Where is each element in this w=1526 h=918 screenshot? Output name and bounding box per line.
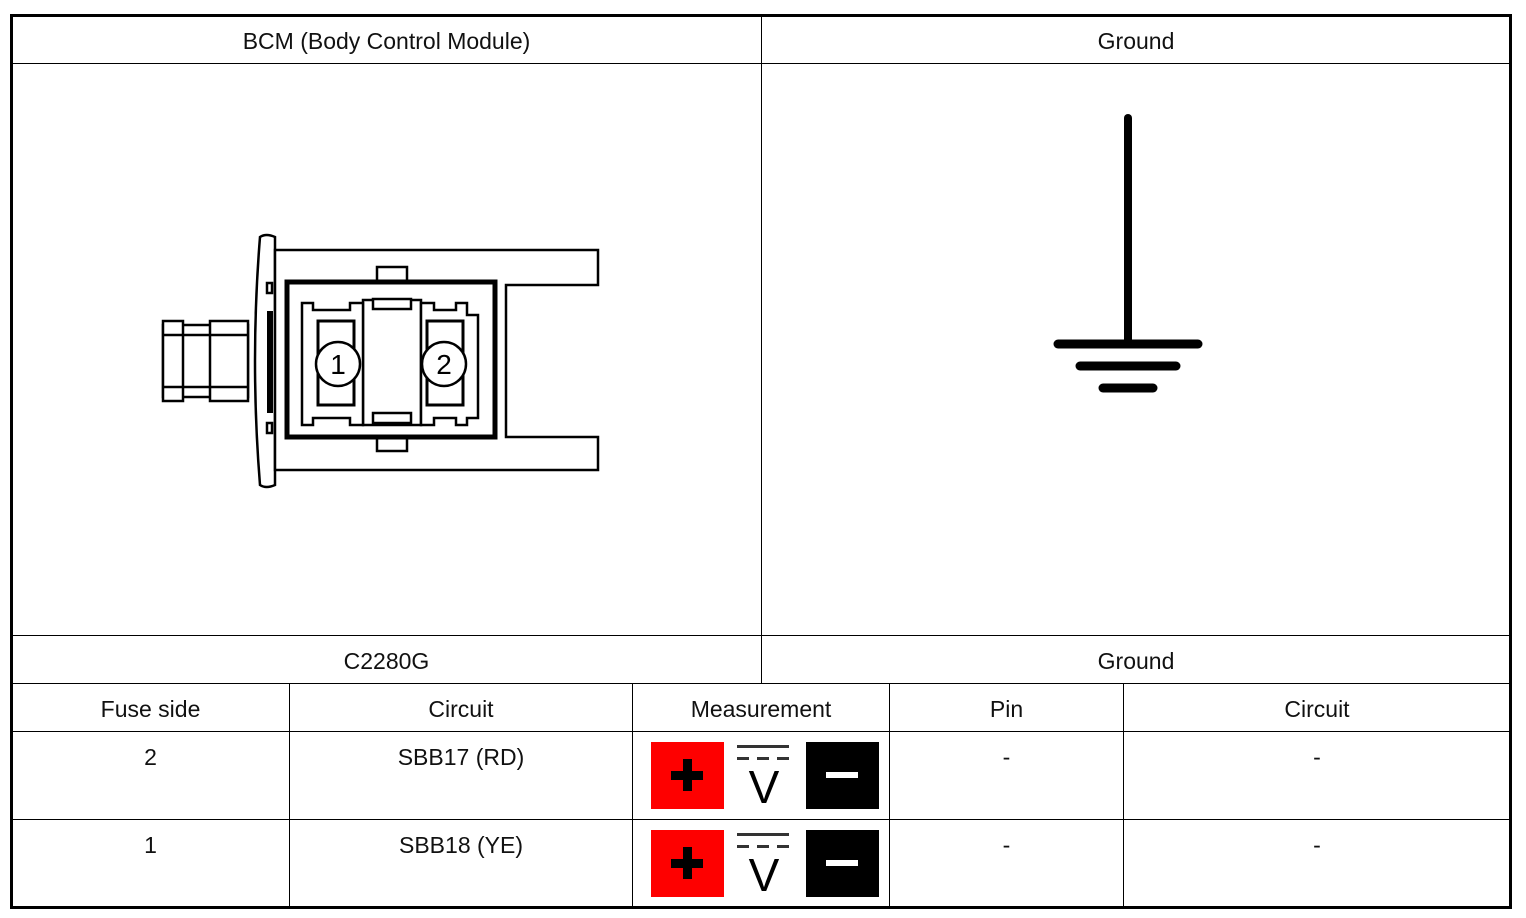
dc-voltage-icon: V bbox=[734, 742, 796, 813]
plus-probe-icon bbox=[651, 742, 724, 809]
ground-label: Ground bbox=[1097, 648, 1175, 674]
circuit-cell: SBB18 (YE) bbox=[399, 832, 523, 858]
divider bbox=[289, 684, 290, 906]
header-pin: Pin bbox=[989, 696, 1024, 722]
minus-probe-icon bbox=[806, 742, 879, 809]
fuse-side-cell: 2 bbox=[144, 744, 157, 770]
measurement-cell: V bbox=[651, 830, 879, 901]
fuse-side-cell: 1 bbox=[144, 832, 157, 858]
pin-label-2: 2 bbox=[436, 349, 452, 380]
connector-id: C2280G bbox=[343, 648, 430, 674]
circuit-cell: SBB17 (RD) bbox=[397, 744, 525, 770]
ground-symbol-icon bbox=[1053, 114, 1203, 393]
ground-circuit-cell: - bbox=[1313, 832, 1321, 858]
pin-label-1: 1 bbox=[330, 349, 346, 380]
header-fuse-side: Fuse side bbox=[100, 696, 201, 722]
voltage-symbol: V bbox=[748, 761, 780, 813]
divider bbox=[12, 683, 1510, 684]
header-circuit: Circuit bbox=[428, 696, 494, 722]
ground-title: Ground bbox=[1097, 28, 1175, 54]
divider bbox=[1123, 684, 1124, 906]
bcm-title: BCM (Body Control Module) bbox=[242, 28, 531, 54]
voltage-symbol: V bbox=[748, 849, 780, 901]
divider bbox=[632, 684, 633, 906]
pin-cell: - bbox=[1002, 744, 1011, 770]
divider bbox=[12, 731, 1510, 732]
divider bbox=[12, 635, 1510, 636]
dc-voltage-icon: V bbox=[734, 830, 796, 901]
pinout-table-frame bbox=[10, 14, 1512, 909]
divider bbox=[12, 819, 1510, 820]
measurement-cell: V bbox=[651, 742, 879, 813]
pin-cell: - bbox=[1002, 832, 1011, 858]
divider bbox=[889, 684, 890, 906]
minus-probe-icon bbox=[806, 830, 879, 897]
header-ground-circuit: Circuit bbox=[1284, 696, 1350, 722]
header-measurement: Measurement bbox=[690, 696, 832, 722]
plus-probe-icon bbox=[651, 830, 724, 897]
connector-face-icon: 1 2 bbox=[161, 233, 600, 489]
divider bbox=[761, 16, 762, 684]
ground-circuit-cell: - bbox=[1313, 744, 1321, 770]
